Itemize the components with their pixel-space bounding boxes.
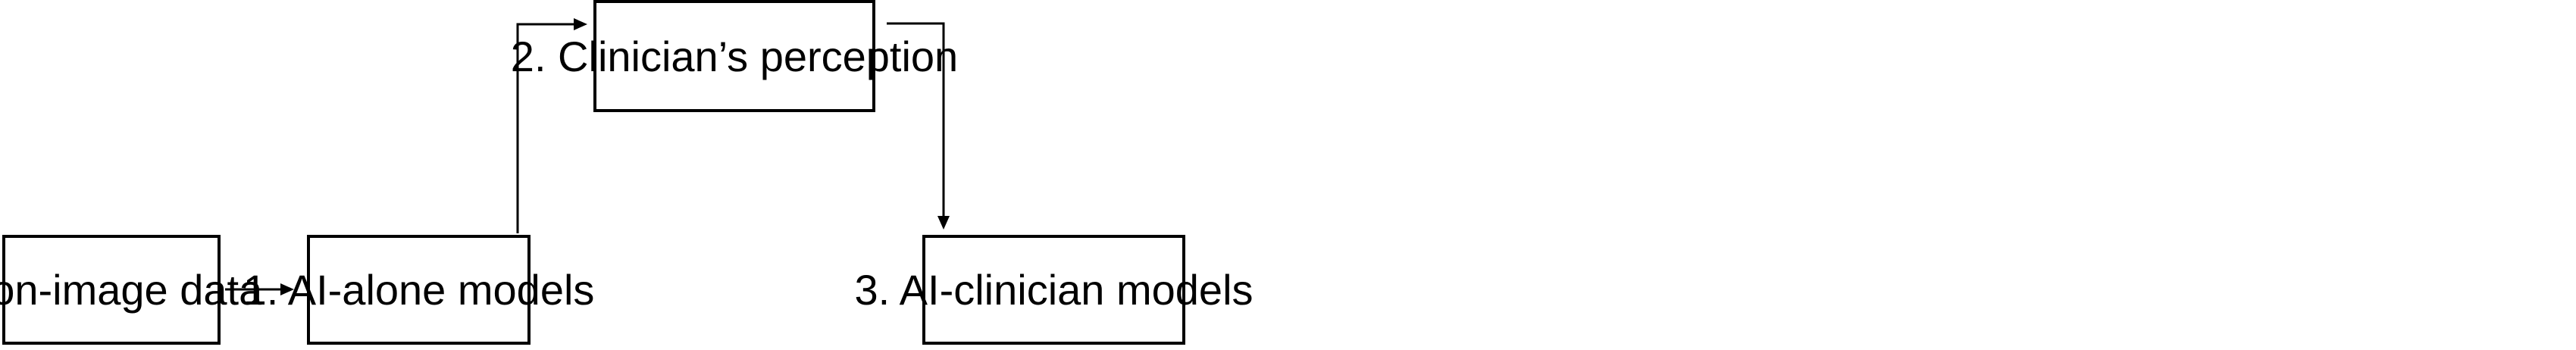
node-non-image-data: Non-image data [0,235,262,345]
edge-data-to-ai [225,283,294,295]
node-clinician-perception: 2. Clinician’s perception [511,0,958,112]
edge-ai-to-clinician [516,18,587,233]
node-ai-alone-models: 1. AI-alone models [243,235,594,345]
edge-clinician-to-ai-clinician [887,22,950,230]
node-label: 3. AI-clinician models [854,266,1254,314]
node-label: Non-image data [0,266,263,314]
node-label: 2. Clinician’s perception [510,32,959,80]
node-ai-clinician-models: 3. AI-clinician models [855,235,1254,345]
node-label: 1. AI-alone models [243,266,595,314]
